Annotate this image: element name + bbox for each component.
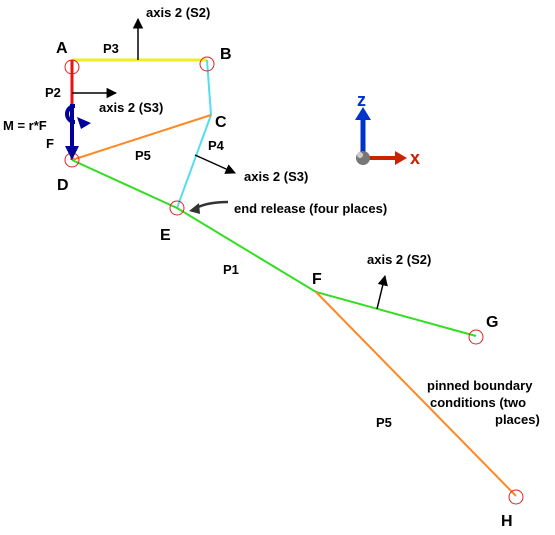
member-p1 <box>71 159 477 337</box>
node-label-h: H <box>501 513 513 530</box>
node-label-g: G <box>486 314 498 331</box>
node-h-pin-circle <box>508 489 524 505</box>
node-a-release-circle <box>64 59 80 75</box>
member-p5-upper <box>71 114 212 161</box>
member-p4 <box>176 59 213 209</box>
axis-label-s2-top: axis 2 (S2) <box>146 5 210 20</box>
node-label-f: F <box>312 271 322 288</box>
axis-arrow-s3-p4 <box>194 154 236 174</box>
node-g-pin-circle <box>468 329 484 345</box>
axis-label-s3-p4: axis 2 (S3) <box>244 169 308 184</box>
pinned-note-line3: places) <box>495 412 540 427</box>
end-release-pointer-head-icon <box>189 203 200 214</box>
node-label-c: C <box>215 114 227 131</box>
axis-label-s3-p2: axis 2 (S3) <box>99 100 163 115</box>
member-label-p2: P2 <box>45 85 61 100</box>
member-p5-lower <box>315 291 517 497</box>
pinned-note-line1: pinned boundary <box>427 378 533 393</box>
node-label-e: E <box>160 227 171 244</box>
node-label-a: A <box>56 40 68 57</box>
node-label-d: D <box>57 177 69 194</box>
pinned-note-line2: conditions (two <box>430 395 526 410</box>
node-b-release-circle <box>199 56 215 72</box>
force-label: F <box>46 136 54 151</box>
member-label-p4: P4 <box>208 138 225 153</box>
node-label-b: B <box>220 46 232 63</box>
moment-label: M = r*F <box>3 118 47 133</box>
z-axis-label: z <box>357 90 366 110</box>
end-release-pointer-icon <box>195 200 229 210</box>
x-axis-label: x <box>410 148 420 168</box>
member-label-p3: P3 <box>103 41 119 56</box>
axis-arrow-s2-fg <box>376 274 388 310</box>
member-label-p1: P1 <box>223 262 239 277</box>
member-label-p5-lower: P5 <box>376 415 392 430</box>
force-arrow-icon <box>65 125 79 160</box>
axis-label-s2-fg: axis 2 (S2) <box>367 252 431 267</box>
member-label-p5-upper: P5 <box>135 148 151 163</box>
coordinate-system-icon <box>355 107 407 165</box>
end-release-note: end release (four places) <box>234 201 387 216</box>
node-e-release-circle <box>169 200 185 216</box>
